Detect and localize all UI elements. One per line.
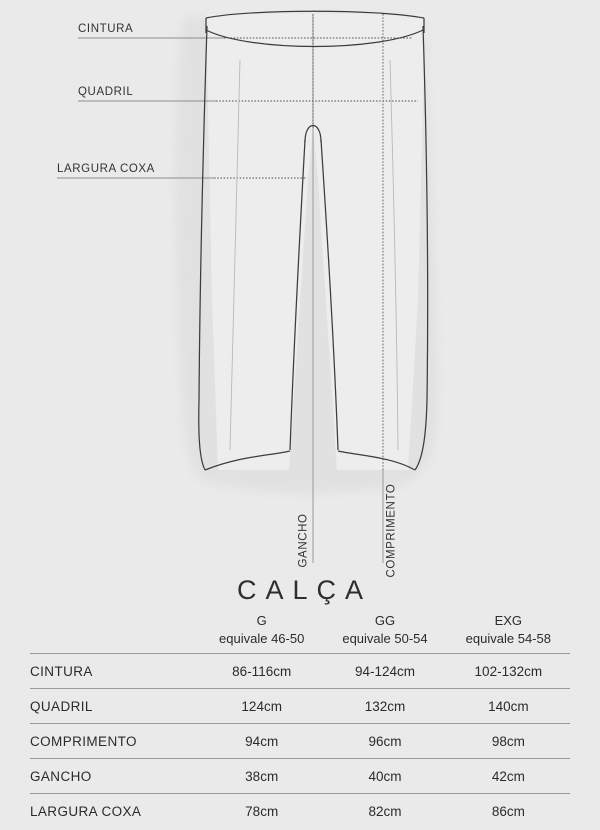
cell-largura-coxa-gg: 82cm — [368, 803, 402, 819]
pants-diagram: CINTURA QUADRIL LARGURA COXA GANCHO COMP… — [57, 10, 437, 578]
cell-cintura-gg: 94-124cm — [323, 653, 447, 690]
size-code-g: G — [256, 613, 267, 628]
header-cell-blank — [30, 612, 201, 655]
row-label-comprimento: COMPRIMENTO — [30, 723, 201, 760]
callout-label-cintura: CINTURA — [78, 23, 134, 35]
header-cell-size-exg: EXG equivale 54-58 — [446, 612, 570, 655]
cell-gancho-exg: 42cm — [446, 758, 570, 795]
table-row: COMPRIMENTO 94cm 96cm 98cm — [30, 723, 570, 760]
callout-label-largura-coxa: LARGURA COXA — [57, 163, 155, 175]
size-code-exg: EXG — [494, 613, 523, 628]
header-cell-size-gg: GG equivale 50-54 — [323, 612, 447, 655]
callout-label-comprimento: COMPRIMENTO — [385, 483, 398, 578]
cell-largura-coxa-g: 78cm — [245, 803, 279, 819]
cell-quadril-gg: 132cm — [323, 688, 447, 725]
cell-comprimento-g: 94cm — [200, 723, 324, 760]
cell-gancho-g: 38cm — [200, 758, 324, 795]
row-label-largura-coxa: LARGURA COXA — [30, 803, 142, 819]
header-cell-size-g: G equivale 46-50 — [200, 612, 324, 655]
table-header-row: G equivale 46-50 GG equivale 50-54 EXG e… — [30, 612, 570, 655]
callout-label-gancho: GANCHO — [297, 513, 310, 568]
row-label-cintura: CINTURA — [30, 653, 201, 690]
cell-quadril-exg: 140cm — [446, 688, 570, 725]
table-row: QUADRIL 124cm 132cm 140cm — [30, 688, 570, 725]
size-code-gg: GG — [374, 613, 396, 628]
size-equiv-g: equivale 46-50 — [219, 630, 305, 646]
size-equiv-exg: equivale 54-58 — [465, 630, 551, 646]
garment-fill — [206, 14, 424, 470]
row-label-gancho: GANCHO — [30, 758, 201, 795]
cell-quadril-g: 124cm — [200, 688, 324, 725]
garment-outline — [198, 10, 429, 471]
size-equiv-gg: equivale 50-54 — [342, 630, 428, 646]
cell-gancho-gg: 40cm — [323, 758, 447, 795]
size-chart-table: G equivale 46-50 GG equivale 50-54 EXG e… — [30, 612, 570, 828]
page-title: CALÇA — [236, 575, 373, 605]
table-body: CINTURA 86-116cm 94-124cm 102-132cm QUAD… — [30, 653, 570, 829]
table-row: CINTURA 86-116cm 94-124cm 102-132cm — [30, 653, 570, 690]
cell-comprimento-gg: 96cm — [323, 723, 447, 760]
row-label-quadril: QUADRIL — [30, 688, 201, 725]
cell-comprimento-exg: 98cm — [446, 723, 570, 760]
cell-cintura-g: 86-116cm — [200, 653, 324, 690]
cell-largura-coxa-exg: 86cm — [491, 803, 525, 819]
table-row: GANCHO 38cm 40cm 42cm — [30, 758, 570, 795]
table-row: LARGURA COXA 78cm 82cm 86cm — [30, 794, 570, 829]
table-header: G equivale 46-50 GG equivale 50-54 EXG e… — [30, 612, 570, 655]
cell-cintura-exg: 102-132cm — [446, 653, 570, 690]
pants-technical-drawing-svg — [57, 10, 437, 563]
callout-label-quadril: QUADRIL — [78, 86, 134, 98]
